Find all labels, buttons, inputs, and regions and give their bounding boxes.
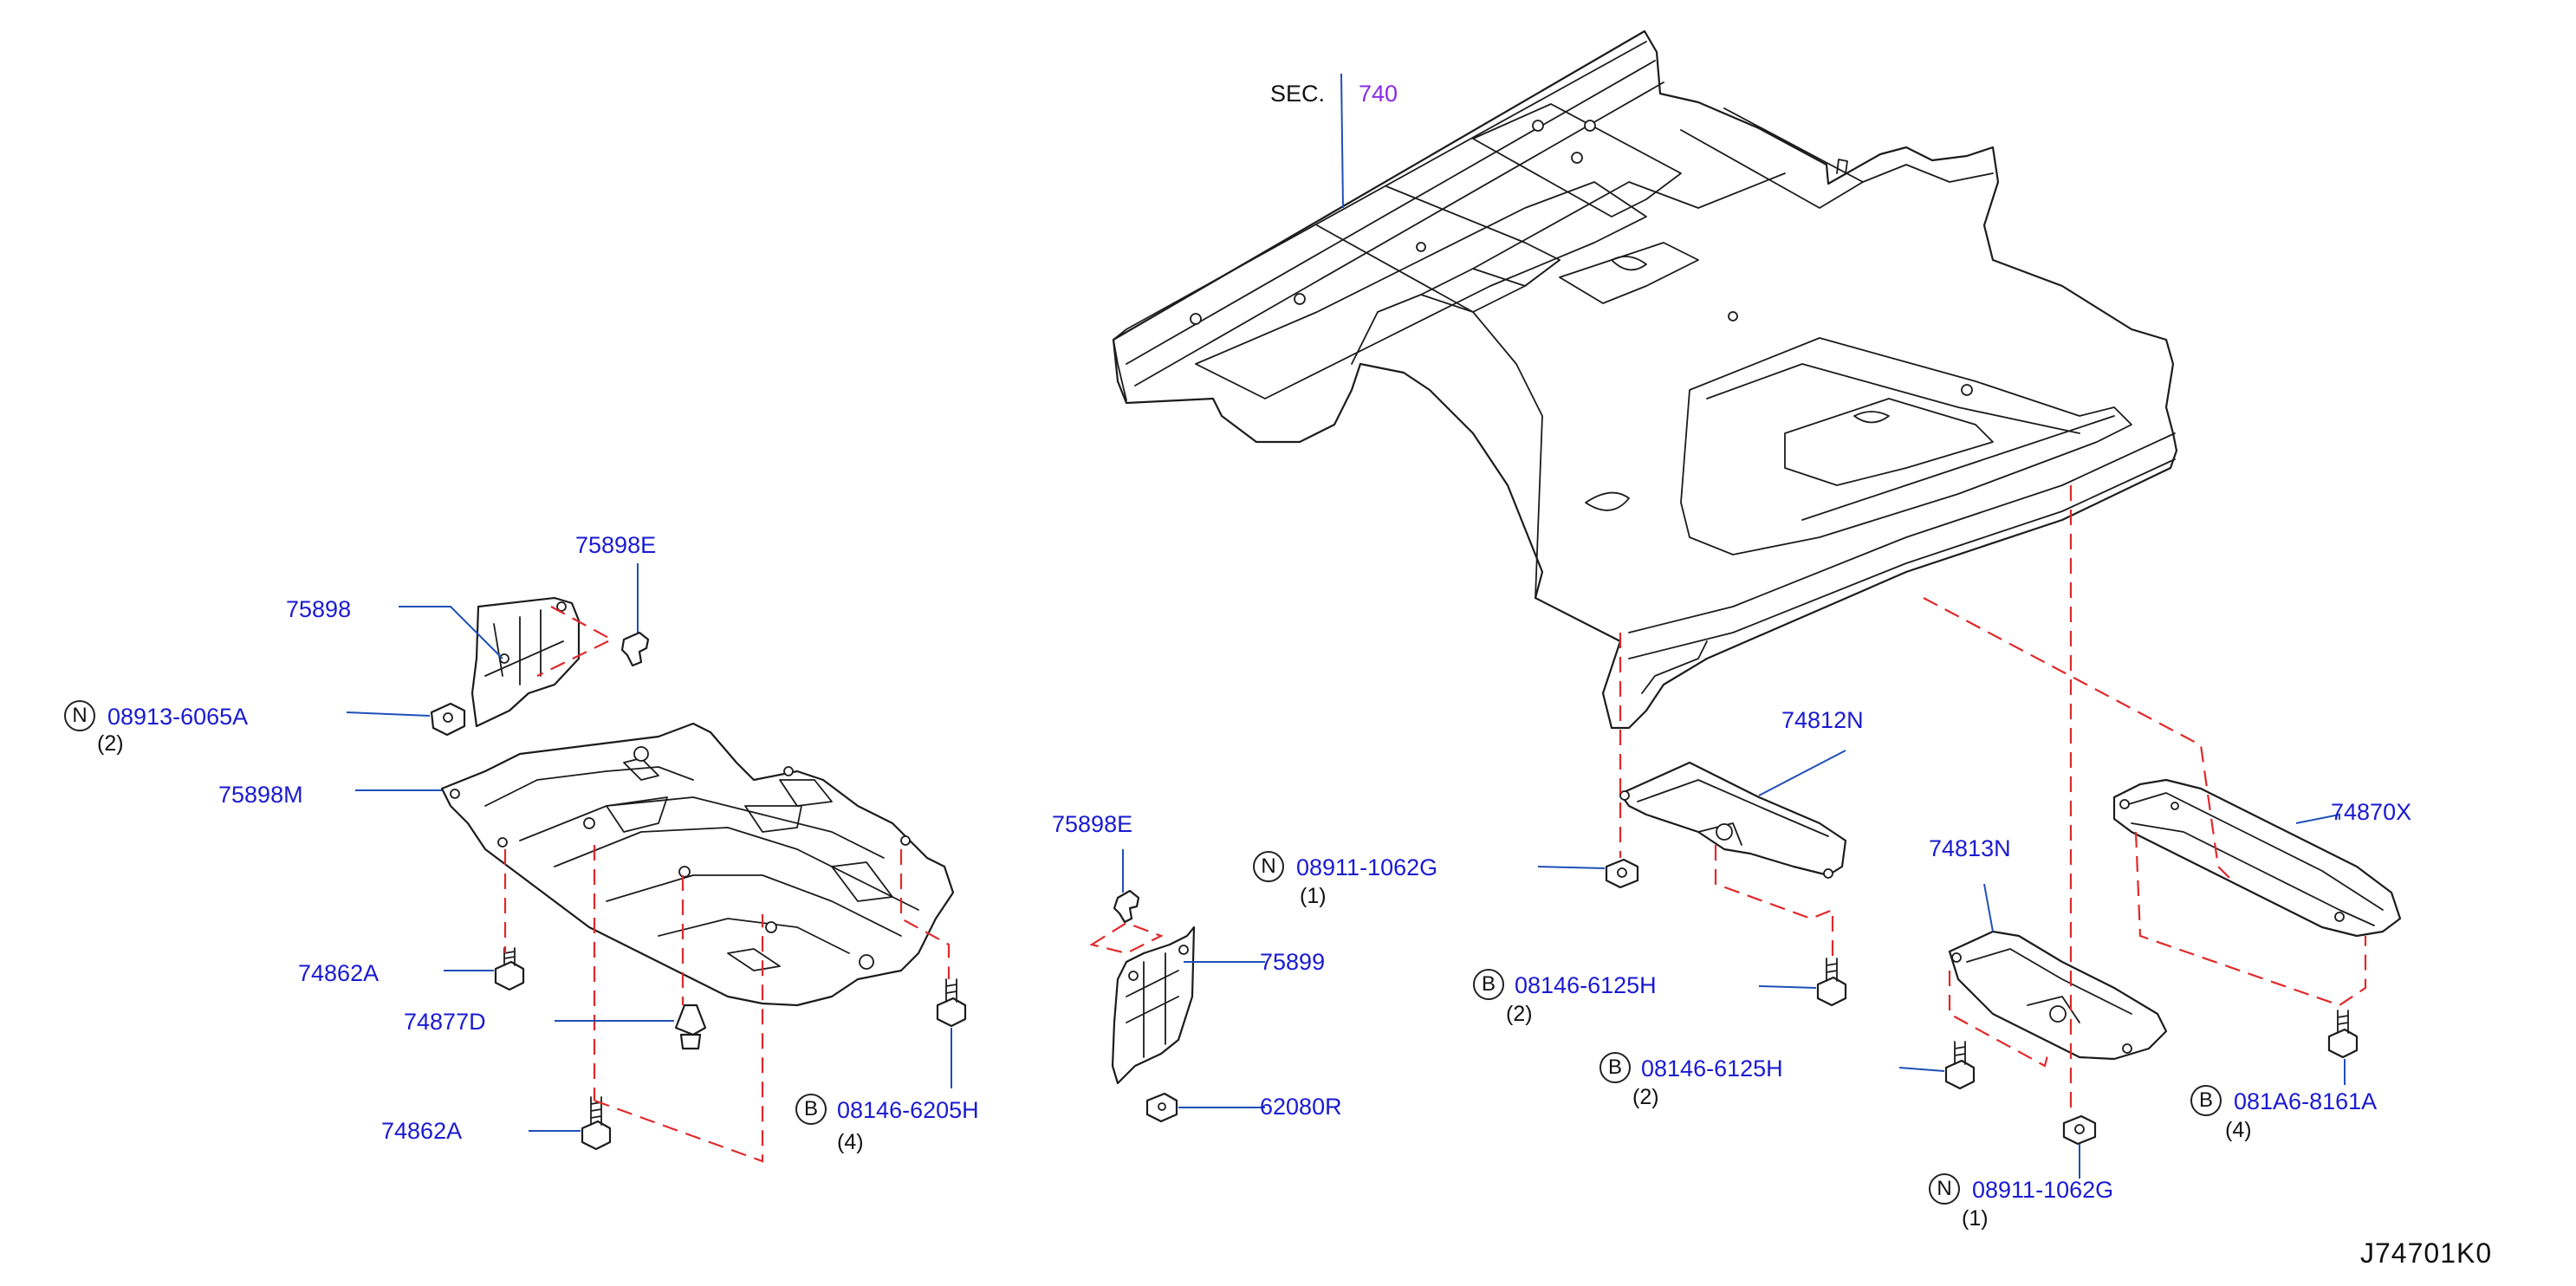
bracket-74812n: [1619, 761, 1847, 879]
undercover-75898m: [440, 722, 955, 1007]
floor-panel: [1112, 29, 2178, 730]
callout-part[interactable]: 74870X: [2331, 799, 2412, 825]
callout-qty: (2): [1506, 1002, 1533, 1026]
section-ref-number[interactable]: 740: [1359, 81, 1398, 107]
callout-symbol: B: [1473, 969, 1504, 1000]
bolt-74862a-lower: [581, 1096, 612, 1151]
callout-part[interactable]: 74862A: [298, 960, 380, 986]
section-ref-prefix: SEC.: [1270, 81, 1326, 107]
bolt-081a6-8161a: [2327, 1010, 2359, 1059]
callout-part[interactable]: 08146-6205H: [837, 1097, 979, 1123]
callout-symbol: N: [64, 700, 95, 731]
callout-part[interactable]: 75898E: [575, 532, 657, 558]
callout-symbol: B: [1599, 1052, 1631, 1083]
callout-part[interactable]: 75898E: [1052, 811, 1133, 837]
clip-75898e-center: [1113, 889, 1140, 924]
callout-qty: (4): [837, 1130, 864, 1154]
bolt-08146-6125h-lower: [1944, 1041, 1976, 1090]
callout-qty: (4): [2225, 1118, 2252, 1142]
callout-part[interactable]: 74862A: [381, 1118, 463, 1144]
nut-08911-1062g-upper: [1605, 858, 1639, 889]
nut-08913-6065a: [430, 702, 466, 737]
callout-symbol: N: [1929, 1173, 1960, 1205]
crossmember-74870x: [2112, 778, 2402, 938]
callout-qty: (1): [1962, 1206, 1989, 1231]
callout-part[interactable]: 74877D: [404, 1009, 486, 1035]
callout-symbol: B: [795, 1094, 827, 1125]
bracket-75899: [1111, 926, 1196, 1085]
nut-08911-1062g-lower: [2062, 1114, 2097, 1146]
callout-part[interactable]: 75898M: [218, 782, 303, 808]
clip-74877d: [674, 1003, 707, 1050]
callout-part[interactable]: 75898: [286, 596, 352, 622]
callout-part[interactable]: 74813N: [1929, 835, 2011, 861]
callout-part[interactable]: 081A6-8161A: [2234, 1088, 2378, 1114]
drawing-code: J74701K0: [2360, 1237, 2493, 1269]
callout-part[interactable]: 08146-6125H: [1515, 972, 1657, 998]
callout-part[interactable]: 62080R: [1260, 1094, 1342, 1120]
callout-part[interactable]: 08911-1062G: [1296, 854, 1438, 880]
callout-symbol: B: [2190, 1085, 2222, 1116]
callout-qty: (2): [1632, 1085, 1659, 1109]
callout-qty: (1): [1300, 884, 1327, 908]
bracket-75898: [470, 596, 581, 728]
callout-part[interactable]: 75899: [1260, 949, 1326, 975]
bracket-74813n: [1948, 930, 2168, 1061]
bolt-08146-6205h: [936, 978, 967, 1028]
callout-part[interactable]: 08913-6065A: [107, 704, 249, 730]
callout-symbol: N: [1253, 851, 1284, 882]
floor-panel-assembly: [1112, 29, 2178, 730]
callout-part[interactable]: 08911-1062G: [1972, 1177, 2114, 1203]
callout-part[interactable]: 08146-6125H: [1641, 1055, 1783, 1081]
bolt-08146-6125h-upper: [1816, 958, 1847, 1007]
assembly-lines: [503, 485, 2367, 1163]
leader-lines: [346, 73, 2346, 1179]
bolt-74862a-upper: [494, 947, 525, 991]
clip-75898e-left: [620, 631, 650, 667]
nut-62080r: [1145, 1092, 1178, 1123]
callout-qty: (2): [97, 731, 124, 756]
callout-part[interactable]: 74812N: [1781, 707, 1864, 733]
